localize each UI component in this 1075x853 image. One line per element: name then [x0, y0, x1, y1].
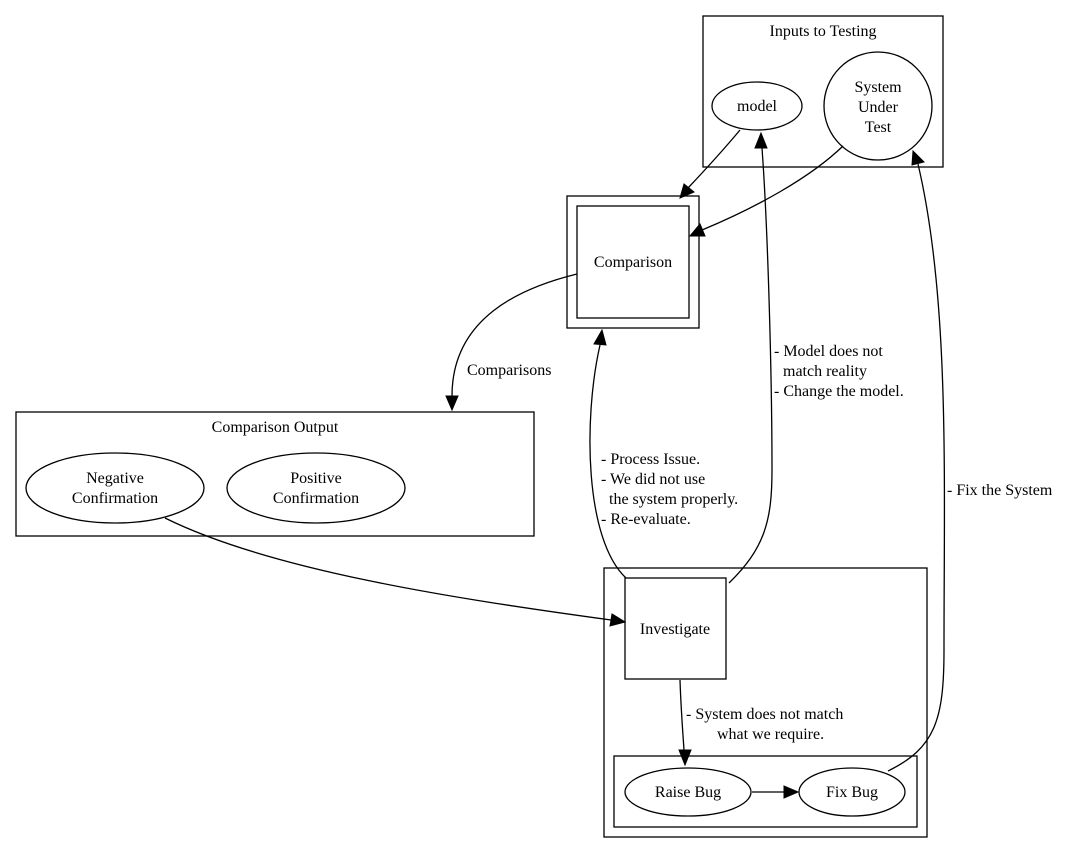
node-fix-bug: Fix Bug [798, 767, 906, 817]
node-sut-line-3: Test [865, 119, 892, 136]
edge-comparison-to-output [445, 273, 578, 412]
node-raise-bug-label: Raise Bug [655, 784, 721, 801]
edge-label-model-mismatch-line-2: match reality [783, 363, 867, 380]
edge-label-system-mismatch-line-1: - System does not match [686, 706, 843, 723]
cluster-bug-border [613, 755, 918, 828]
node-investigate-shape [624, 577, 727, 680]
node-comparison-label: Comparison [594, 254, 672, 271]
node-model-label: model [737, 98, 778, 115]
edge-label-model-mismatch-line-1: - Model does not [774, 343, 883, 360]
node-negative-shape [25, 452, 205, 524]
cluster-inputs-border [702, 15, 944, 168]
edge-label-comparisons: Comparisons [467, 362, 551, 379]
edge-label-system-mismatch: - System does not match what we require. [686, 706, 843, 743]
node-raise-bug: Raise Bug [624, 767, 752, 817]
edge-label-process-issue: - Process Issue. - We did not use the sy… [601, 451, 738, 528]
node-positive-shape [226, 452, 406, 524]
edge-label-model-mismatch: - Model does not match reality - Change … [774, 343, 904, 400]
edge-sut-to-comparison [688, 145, 844, 237]
node-sut-line-1: System [854, 79, 902, 96]
node-negative-confirmation: Negative Confirmation [25, 452, 205, 524]
edge-label-comparisons-line-1: Comparisons [467, 362, 551, 379]
node-comparison-outer-border [566, 195, 700, 329]
cluster-comparison-output-border [15, 411, 535, 537]
cluster-comparison-output: Comparison Output [15, 411, 535, 537]
cluster-inputs-to-testing: Inputs to Testing [702, 15, 944, 168]
edge-model-to-comparison [679, 129, 741, 199]
node-system-under-test: System Under Test [823, 51, 933, 161]
node-comparison-inner-border [576, 205, 690, 319]
node-investigate: Investigate [624, 577, 727, 680]
edge-label-process-issue-line-4: - Re-evaluate. [601, 511, 691, 528]
node-negative-line-1: Negative [86, 470, 144, 487]
edge-raisebug-to-fixbug [752, 785, 800, 799]
cluster-comparison-output-title: Comparison Output [212, 419, 339, 436]
edge-label-process-issue-line-1: - Process Issue. [601, 451, 700, 468]
node-sut-line-2: Under [858, 99, 899, 116]
cluster-inputs-title: Inputs to Testing [769, 23, 876, 40]
edge-label-system-mismatch-line-2: what we require. [717, 726, 824, 743]
node-negative-line-2: Confirmation [72, 490, 158, 507]
node-investigate-label: Investigate [640, 621, 710, 638]
edge-label-fix-system: - Fix the System [947, 482, 1053, 499]
node-model-shape [711, 81, 803, 131]
node-positive-line-2: Confirmation [273, 490, 359, 507]
cluster-investigate-border [603, 567, 928, 838]
edge-investigate-to-comparison [589, 328, 627, 579]
edge-label-process-issue-line-2: - We did not use [601, 471, 705, 488]
node-fix-bug-shape [798, 767, 906, 817]
node-model: model [711, 81, 803, 131]
edge-investigate-to-model [728, 131, 773, 584]
edge-label-process-issue-line-3: the system properly. [601, 491, 738, 508]
node-comparison: Comparison [566, 195, 700, 329]
node-sut-shape [823, 51, 933, 161]
node-fix-bug-label: Fix Bug [826, 784, 878, 801]
node-positive-line-1: Positive [290, 470, 342, 487]
edge-fixbug-to-sut [887, 149, 946, 772]
edge-investigate-to-raisebug [678, 679, 692, 767]
edge-negative-to-investigate [164, 517, 627, 627]
edge-label-fix-system-line-1: - Fix the System [947, 482, 1053, 499]
node-raise-bug-shape [624, 767, 752, 817]
node-positive-confirmation: Positive Confirmation [226, 452, 406, 524]
edge-label-model-mismatch-line-3: - Change the model. [774, 383, 904, 400]
